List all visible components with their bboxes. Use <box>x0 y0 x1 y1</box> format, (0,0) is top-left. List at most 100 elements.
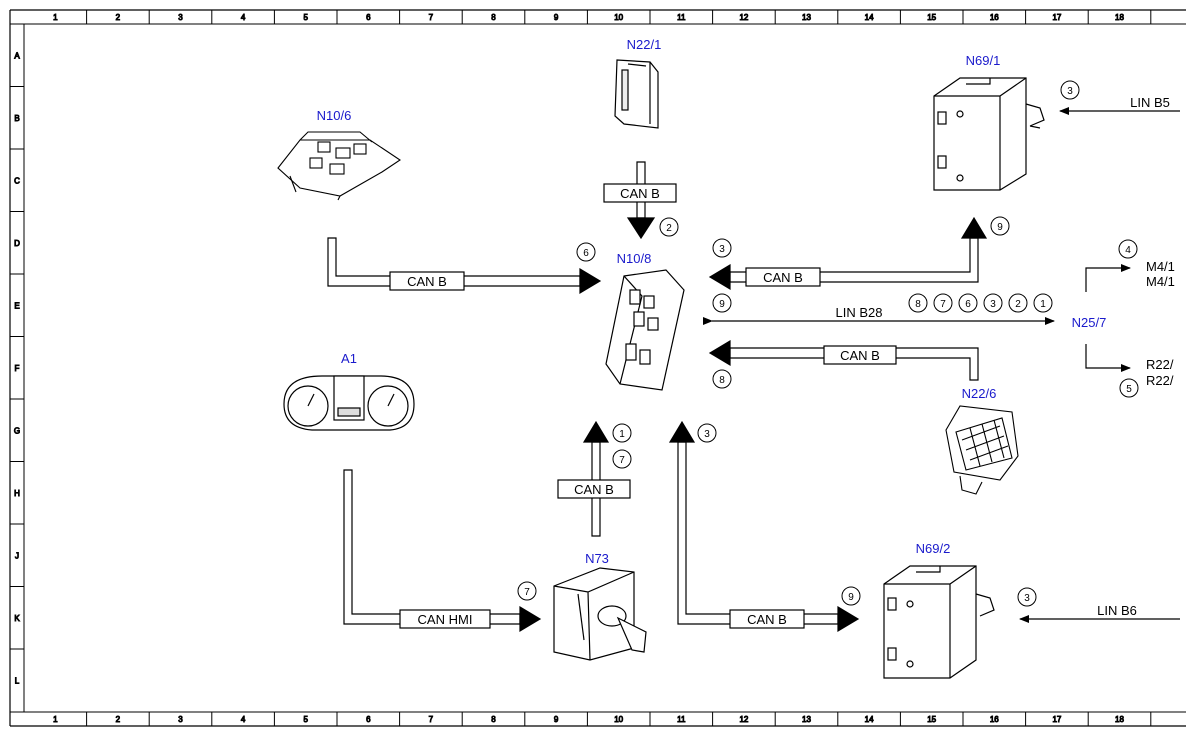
n22-1-module-icon <box>614 59 659 129</box>
row-label: L <box>15 676 20 685</box>
lin-b28-callout-sequence: 8 7 6 3 2 1 <box>908 293 1053 313</box>
callout-5 <box>1119 378 1139 398</box>
lin-seq-callout <box>958 293 978 313</box>
callout-9-n69-1-text: 9 <box>997 222 1003 233</box>
row-label: A <box>14 51 20 60</box>
callout-9-n69-2-text: 9 <box>848 592 854 603</box>
callout-6-text: 6 <box>583 248 589 259</box>
row-label: K <box>14 614 20 623</box>
can-b-label-n10-6: CAN B <box>407 274 447 289</box>
n69-2-label: N69/2 <box>916 541 951 556</box>
callout-9-n69-1 <box>990 216 1010 236</box>
lin-b5-label: LIN B5 <box>1130 95 1170 110</box>
column-label-top: 12 <box>739 13 748 22</box>
r22-output-b: R22/ <box>1146 373 1174 388</box>
can-b-link-n22-1 <box>603 161 677 240</box>
column-label-top: 16 <box>990 13 999 22</box>
callout-3-can-right <box>712 238 732 258</box>
column-label-top: 4 <box>241 13 246 22</box>
column-label-top: 1 <box>53 13 58 22</box>
callout-2 <box>659 217 679 237</box>
callout-1-up-text: 1 <box>619 429 625 440</box>
row-label: C <box>14 176 20 185</box>
row-label: G <box>14 426 20 435</box>
lin-seq-callout-text: 3 <box>990 299 996 310</box>
n25-7-output-lines <box>1085 264 1131 372</box>
can-b-link-n73 <box>557 420 631 537</box>
can-b-link-n69-2 <box>668 420 860 633</box>
r22-output-a: R22/ <box>1146 357 1174 372</box>
column-label-top: 11 <box>677 13 686 22</box>
lin-seq-callout <box>1033 293 1053 313</box>
can-b-label-n73: CAN B <box>574 482 614 497</box>
callout-3-down <box>697 423 717 443</box>
n10-6-label: N10/6 <box>317 108 352 123</box>
callout-3-can-right-text: 3 <box>719 244 725 255</box>
lin-seq-callout-text: 2 <box>1015 299 1021 310</box>
column-label-bottom: 12 <box>739 715 748 724</box>
callout-3-lin-b5-text: 3 <box>1067 86 1073 97</box>
can-b-link-n69-1 <box>708 216 988 291</box>
lin-seq-callout-text: 8 <box>915 299 921 310</box>
lin-seq-callout <box>933 293 953 313</box>
n10-6-module-icon <box>277 131 401 201</box>
drawing-frame <box>9 9 1186 727</box>
m4-1-output-a: M4/1 <box>1146 259 1175 274</box>
n22-6-module-icon <box>945 405 1019 495</box>
lin-seq-callout-text: 6 <box>965 299 971 310</box>
column-label-bottom: 1 <box>53 715 58 724</box>
column-label-bottom: 14 <box>865 715 874 724</box>
column-label-bottom: 5 <box>303 715 308 724</box>
can-b-label-n69-1: CAN B <box>763 270 803 285</box>
callout-7-hmi-text: 7 <box>524 587 530 598</box>
column-label-bottom: 10 <box>614 715 623 724</box>
n25-7-label: N25/7 <box>1072 315 1107 330</box>
callout-8-text: 8 <box>719 375 725 386</box>
callout-8 <box>712 369 732 389</box>
n22-1-label: N22/1 <box>627 37 662 52</box>
row-label: J <box>15 551 19 560</box>
column-label-top: 14 <box>865 13 874 22</box>
row-label: F <box>15 364 20 373</box>
a1-label: A1 <box>341 351 357 366</box>
row-label: H <box>14 489 20 498</box>
column-label-top: 7 <box>429 13 434 22</box>
m4-1-output-b: M4/1 <box>1146 274 1175 289</box>
callout-7-up-text: 7 <box>619 455 625 466</box>
lin-seq-callout <box>908 293 928 313</box>
callout-9-lin <box>712 293 732 313</box>
callout-7-hmi <box>517 581 537 601</box>
can-hmi-link <box>343 469 542 633</box>
n69-1-module-icon <box>933 77 1045 191</box>
lin-seq-callout-text: 1 <box>1040 299 1046 310</box>
column-label-top: 6 <box>366 13 371 22</box>
callout-4-text: 4 <box>1125 245 1131 256</box>
column-label-bottom: 2 <box>116 715 121 724</box>
n69-2-module-icon <box>883 565 995 679</box>
n73-label: N73 <box>585 551 609 566</box>
callout-5-text: 5 <box>1126 384 1132 395</box>
n69-1-label: N69/1 <box>966 53 1001 68</box>
can-b-link-n22-6 <box>708 339 979 381</box>
column-label-top: 10 <box>614 13 623 22</box>
column-label-bottom: 6 <box>366 715 371 724</box>
n73-ignition-switch-icon <box>553 567 647 661</box>
lin-seq-callout <box>1008 293 1028 313</box>
row-label: D <box>14 239 20 248</box>
callout-1-up <box>612 423 632 443</box>
column-label-bottom: 7 <box>429 715 434 724</box>
callout-7-up <box>612 449 632 469</box>
column-label-bottom: 3 <box>178 715 183 724</box>
can-b-label-top: CAN B <box>620 186 660 201</box>
lin-seq-callout-text: 7 <box>940 299 946 310</box>
column-ruler: 1122334455667788991010111112121313141415… <box>53 10 1152 726</box>
can-b-link-n10-6 <box>327 237 602 295</box>
can-hmi-label: CAN HMI <box>418 612 473 627</box>
column-label-top: 17 <box>1052 13 1061 22</box>
column-label-bottom: 17 <box>1052 715 1061 724</box>
column-label-bottom: 11 <box>677 715 686 724</box>
callout-9-n69-2 <box>841 586 861 606</box>
row-label: E <box>14 301 19 310</box>
